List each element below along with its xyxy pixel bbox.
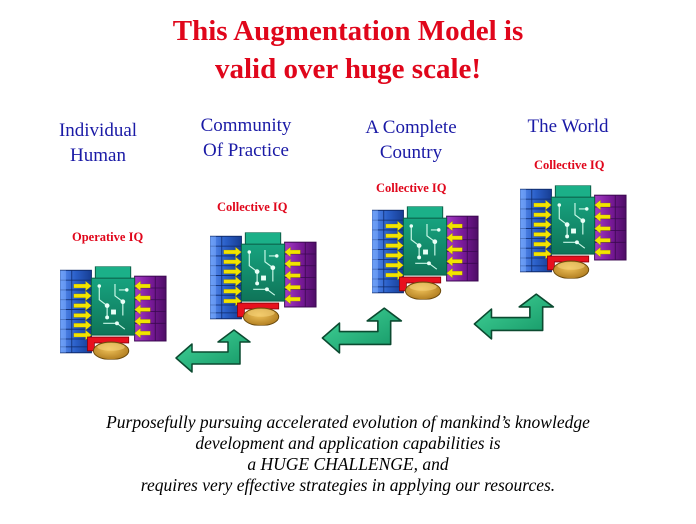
augmentation-system-individual [60,266,168,360]
scale-label-line-2: Of Practice [203,140,289,161]
scale-up-arrow-1 [170,328,260,373]
scale-label-line-1: Community [200,115,292,136]
iq-label-collective-world: Collective IQ [534,158,605,172]
scale-label-line-2: Country [379,142,443,163]
iq-label-collective-country: Collective IQ [376,181,447,195]
title-line-2: valid over huge scale! [214,53,482,85]
augmentation-system-country [372,206,480,300]
footer-line-3: a HUGE CHALLENGE, and [247,454,449,474]
scale-up-arrow-3 [468,292,564,340]
footer-line-4: requires very effective strategies in ap… [140,475,556,495]
scale-label-country: A Complete Country [350,115,472,165]
footer-text: Purposefully pursuing accelerated evolut… [0,412,696,496]
scale-up-arrow-2 [316,306,412,354]
scale-label-world: The World [508,114,628,139]
scale-label-line-1: A Complete [365,117,457,138]
scale-label-line-2: Human [70,145,126,166]
iq-label-operative: Operative IQ [72,230,144,244]
scale-label-community: Community Of Practice [186,113,306,163]
title-line-1: This Augmentation Model is [172,15,524,47]
footer-line-1: Purposefully pursuing accelerated evolut… [106,412,590,432]
iq-label-collective-community: Collective IQ [217,200,288,214]
footer-line-2: development and application capabilities… [195,433,501,453]
scale-label-individual-human: Individual Human [38,118,158,168]
augmentation-system-world [520,185,628,279]
scale-label-line-1: Individual [58,120,138,141]
augmentation-system-community [210,232,318,326]
scale-label-line-1: The World [527,116,609,137]
